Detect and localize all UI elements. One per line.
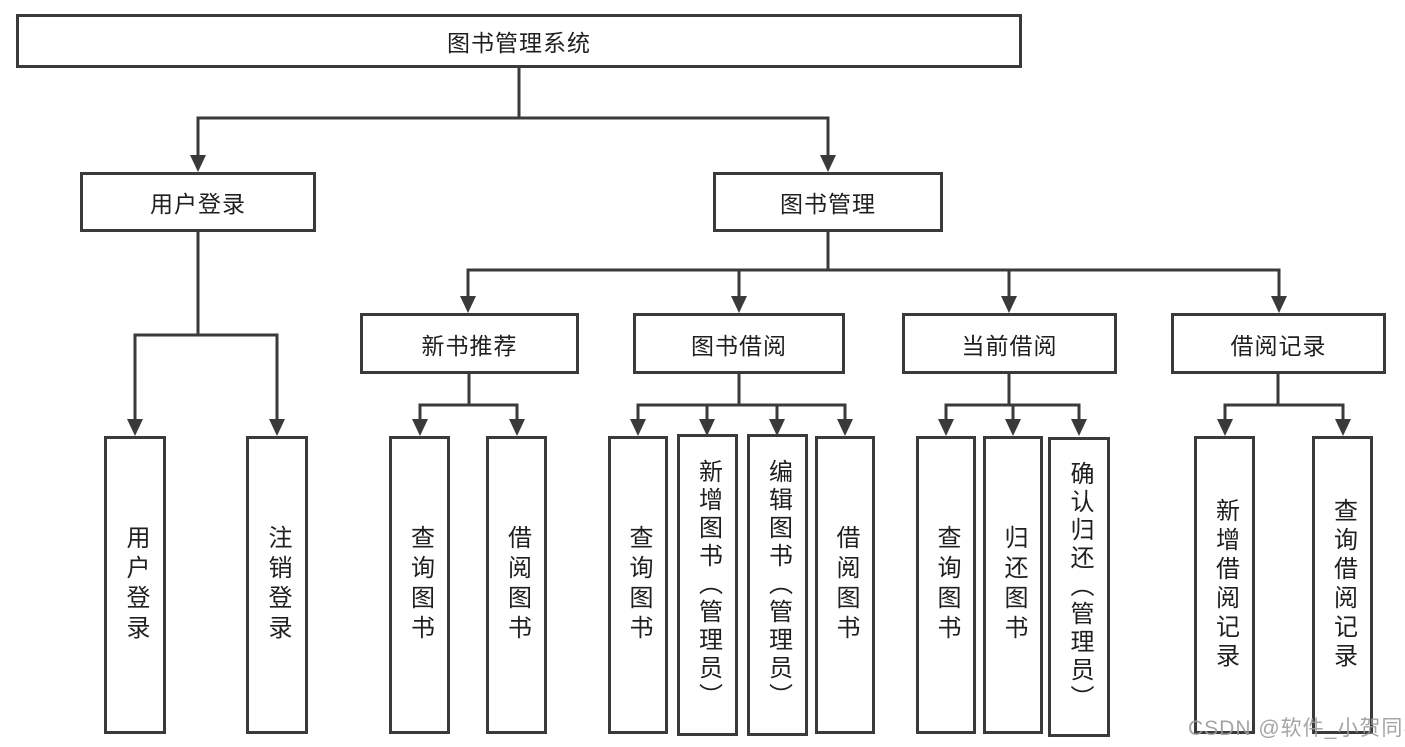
leaf-logout-login-label: 注销登录 [264,525,291,645]
leaf-confirm-return-admin-label: 确认归还（管理员） [1066,461,1093,713]
leaf-query-borrow-record: 查询借阅记录 [1312,436,1373,734]
leaf-borrow-books-recommend: 借阅图书 [486,436,547,734]
leaf-add-borrow-record-label: 新增借阅记录 [1211,498,1239,672]
leaf-add-book-admin-label: 新增图书（管理员） [694,459,722,711]
watermark-text: CSDN @软件_小贺同学 [1188,717,1405,740]
arrowheads [127,155,1351,436]
leaf-return-books: 归还图书 [983,436,1043,734]
node-book-borrow-label: 图书借阅 [691,332,787,359]
connector-edges [133,68,1345,421]
leaf-query-borrow-record-label: 查询借阅记录 [1329,498,1357,672]
node-borrow-records: 借阅记录 [1171,313,1386,374]
node-root: 图书管理系统 [16,14,1022,68]
leaf-query-books-recommend: 查询图书 [389,436,450,734]
node-new-book-recommend: 新书推荐 [360,313,579,374]
node-root-label: 图书管理系统 [447,30,591,56]
node-user-login-label: 用户登录 [150,191,246,217]
node-borrow-records-label: 借阅记录 [1230,332,1327,359]
node-book-borrow: 图书借阅 [633,313,845,374]
leaf-return-books-label: 归还图书 [1000,525,1027,645]
leaf-logout-login: 注销登录 [246,436,308,734]
leaf-edit-book-admin: 编辑图书（管理员） [747,434,808,736]
node-current-borrow-label: 当前借阅 [961,332,1058,359]
leaf-query-books-recommend-label: 查询图书 [406,525,434,645]
leaf-borrow-books-borrow: 借阅图书 [815,436,875,734]
leaf-user-login-label: 用户登录 [122,525,149,645]
leaf-borrow-books-recommend-label: 借阅图书 [503,525,531,645]
node-new-book-recommend-label: 新书推荐 [421,332,518,359]
leaf-add-borrow-record: 新增借阅记录 [1194,436,1255,734]
node-book-management-label: 图书管理 [780,191,876,217]
node-current-borrow: 当前借阅 [902,313,1117,374]
leaf-user-login: 用户登录 [104,436,166,734]
leaf-add-book-admin: 新增图书（管理员） [677,434,738,736]
leaf-query-books-borrow-label: 查询图书 [625,525,652,645]
leaf-query-books-borrow: 查询图书 [608,436,668,734]
leaf-edit-book-admin-label: 编辑图书（管理员） [764,459,792,711]
leaf-query-books-current-label: 查询图书 [933,525,960,645]
leaf-confirm-return-admin: 确认归还（管理员） [1048,437,1110,737]
leaf-borrow-books-borrow-label: 借阅图书 [832,525,859,645]
leaf-query-books-current: 查询图书 [916,436,976,734]
node-book-management: 图书管理 [713,172,943,232]
node-user-login: 用户登录 [80,172,316,232]
